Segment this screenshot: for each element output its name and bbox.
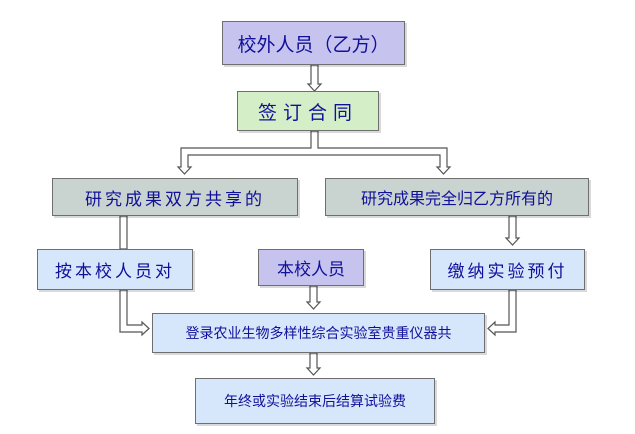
staff-rate-box: 按本校人员对 (37, 249, 193, 290)
settle-fee-label: 年终或实验结束后结算试验费 (224, 394, 406, 410)
results-party-b-box: 研究成果完全归乙方所有的 (325, 178, 589, 216)
results-shared-box: 研究成果双方共享的 (52, 178, 298, 216)
outside-personnel-label: 校外人员（乙方） (237, 33, 390, 56)
connector-shared-to-staff (119, 215, 128, 250)
register-instrument-box: 登录农业生物多样性综合实验室贵重仪器共 (152, 313, 485, 353)
sign-contract-box: 签订合同 (237, 91, 379, 131)
arrow-partyb-to-prepay (504, 215, 521, 246)
arrow-staff-to-register (119, 289, 150, 337)
connector-sign-branch (176, 130, 452, 175)
outside-personnel-box: 校外人员（乙方） (222, 21, 405, 65)
results-party-b-label: 研究成果完全归乙方所有的 (360, 189, 553, 208)
staff-rate-label: 按本校人员对 (55, 262, 175, 282)
arrow-prepay-to-register (487, 289, 517, 337)
school-staff-box: 本校人员 (258, 249, 364, 286)
settle-fee-box: 年终或实验结束后结算试验费 (195, 378, 435, 424)
school-staff-label: 本校人员 (277, 260, 345, 280)
arrow-register-to-settle (305, 352, 322, 376)
arrow-outside-to-sign (306, 64, 323, 92)
sign-contract-label: 签订合同 (257, 101, 358, 124)
prepay-box: 缴纳实验预付 (430, 249, 585, 290)
prepay-label: 缴纳实验预付 (447, 262, 568, 282)
arrow-staffmid-to-register (305, 285, 322, 310)
register-instrument-label: 登录农业生物多样性综合实验室贵重仪器共 (185, 326, 452, 342)
results-shared-label: 研究成果双方共享的 (85, 189, 265, 210)
